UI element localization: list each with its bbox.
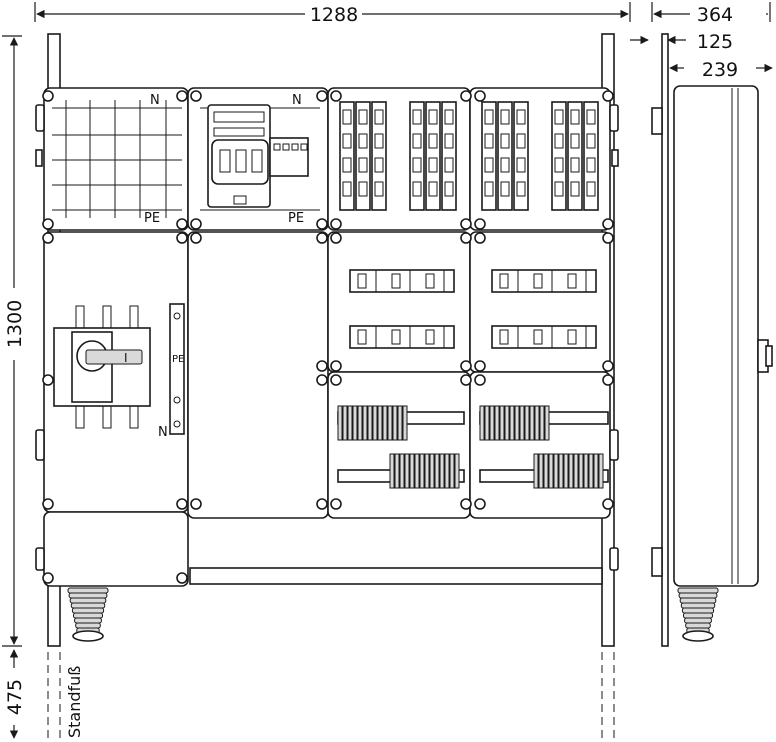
- fuse-base: [567, 101, 583, 211]
- switch-on-label: I: [124, 351, 128, 365]
- depth-body-label: 239: [702, 59, 738, 81]
- screw: [460, 218, 472, 230]
- screw: [42, 572, 54, 584]
- n-label-2: N: [292, 93, 302, 108]
- screw: [190, 232, 202, 244]
- screw: [474, 360, 486, 372]
- height-dimension: 1300 475: [2, 35, 26, 739]
- terminal-blocks: [337, 405, 609, 489]
- depth-front-label: 125: [697, 31, 733, 53]
- depth-total-label: 364: [697, 4, 733, 26]
- side-view: [651, 33, 773, 647]
- screw: [42, 90, 54, 102]
- screw: [602, 374, 614, 386]
- screw: [176, 572, 188, 584]
- screw: [474, 498, 486, 510]
- screw: [42, 218, 54, 230]
- screw: [474, 218, 486, 230]
- mounting-screws: [42, 90, 614, 584]
- fuse-strip: [349, 325, 455, 349]
- screw: [42, 232, 54, 244]
- fuse-strips: [349, 269, 597, 349]
- fuse-base: [425, 101, 441, 211]
- depth-dimensions: 364 125 239: [630, 2, 773, 81]
- screw: [460, 498, 472, 510]
- fuse-base: [497, 101, 513, 211]
- fuse-base: [339, 101, 355, 211]
- screw: [602, 232, 614, 244]
- screw: [330, 218, 342, 230]
- screw: [330, 90, 342, 102]
- screw: [602, 90, 614, 102]
- pe-label-1: PE: [144, 211, 160, 226]
- neutral-busbar-panel: N PE: [52, 93, 182, 226]
- terminal-row: [337, 453, 465, 489]
- screw: [316, 360, 328, 372]
- screw: [474, 374, 486, 386]
- fuse-base: [355, 101, 371, 211]
- bottom-section: [35, 511, 619, 642]
- screw: [316, 374, 328, 386]
- width-label: 1288: [310, 4, 358, 26]
- screw: [474, 90, 486, 102]
- foot-height-label: 475: [4, 679, 26, 715]
- fuse-strip: [349, 269, 455, 293]
- fuse-strip: [491, 325, 597, 349]
- screw: [474, 232, 486, 244]
- screw: [42, 374, 54, 386]
- screw: [176, 90, 188, 102]
- screw: [330, 498, 342, 510]
- side-cable-gland: [677, 587, 719, 642]
- cable-gland: [67, 587, 109, 642]
- screw: [190, 90, 202, 102]
- n-label-switch: N: [158, 425, 168, 440]
- screw: [176, 218, 188, 230]
- screw: [190, 498, 202, 510]
- fuse-base: [409, 101, 425, 211]
- fuse-base-groups: [339, 101, 599, 211]
- middle-section: I PE N: [35, 231, 619, 519]
- screw: [316, 498, 328, 510]
- height-label: 1300: [4, 300, 26, 348]
- screw: [330, 232, 342, 244]
- n-label-1: N: [150, 93, 160, 108]
- terminal-row: [337, 405, 465, 441]
- terminal-row: [479, 405, 609, 441]
- screw: [330, 374, 342, 386]
- screw: [176, 232, 188, 244]
- screw: [176, 498, 188, 510]
- screw: [316, 218, 328, 230]
- foot-label: Standfuß: [65, 666, 84, 738]
- screw: [42, 498, 54, 510]
- screw: [316, 90, 328, 102]
- fuse-base: [551, 101, 567, 211]
- screw: [460, 90, 472, 102]
- screw: [330, 360, 342, 372]
- main-switch: I PE N: [53, 303, 185, 440]
- fuse-base: [441, 101, 457, 211]
- screw: [602, 498, 614, 510]
- fuse-strip: [491, 269, 597, 293]
- fuse-base: [481, 101, 497, 211]
- screw: [190, 218, 202, 230]
- screw: [460, 374, 472, 386]
- screw: [460, 360, 472, 372]
- screw: [602, 218, 614, 230]
- screw: [316, 232, 328, 244]
- top-row: N PE N PE: [35, 87, 619, 231]
- width-dimension: 1288: [34, 2, 631, 26]
- terminal-row: [479, 453, 609, 489]
- pe-label-2: PE: [288, 211, 304, 226]
- fuse-base: [583, 101, 599, 211]
- fuse-base: [371, 101, 387, 211]
- pe-label-switch: PE: [172, 354, 184, 365]
- fuse-base: [513, 101, 529, 211]
- meter-panel: N PE: [200, 93, 320, 226]
- screw: [460, 232, 472, 244]
- screw: [602, 360, 614, 372]
